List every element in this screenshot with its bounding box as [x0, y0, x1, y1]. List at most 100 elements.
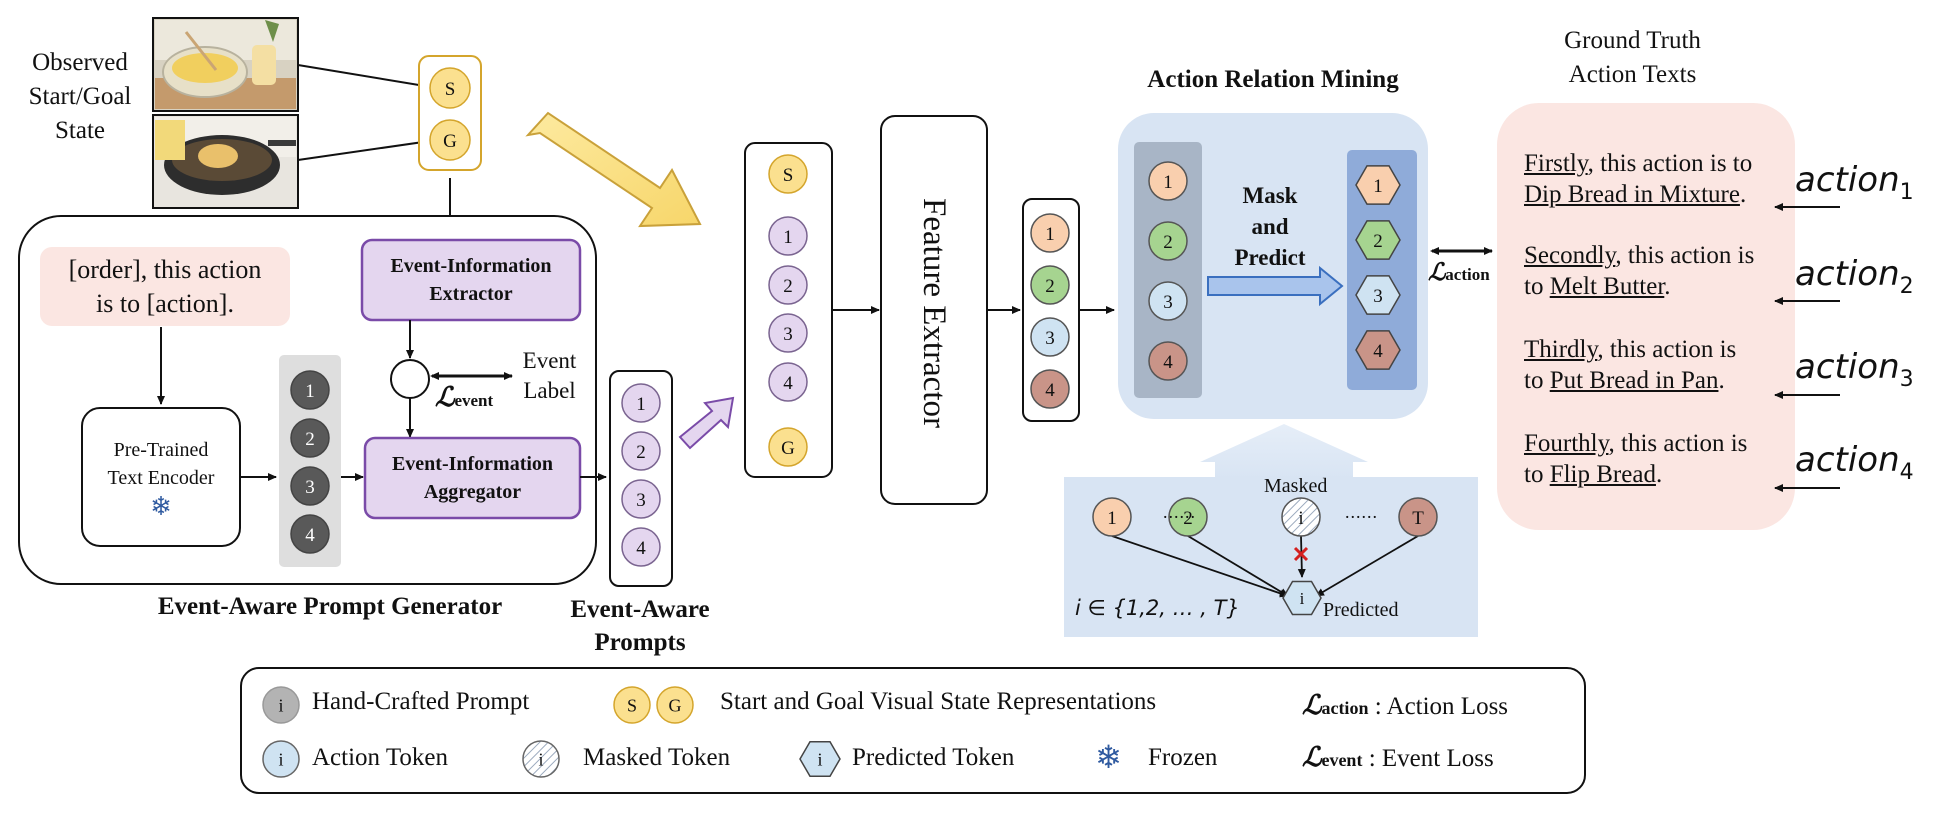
legend-masked-token-text: i: [538, 749, 543, 769]
sequence-token: 2: [1168, 497, 1208, 537]
ground-truth-item: Thirdly, this action is to Put Bread in …: [1524, 334, 1784, 428]
mask-panel-up-arrow: [1200, 424, 1368, 479]
sequence-token: 1: [1092, 497, 1132, 537]
prompts-title-line-1: Event-Aware: [570, 596, 710, 623]
sequence-prompt-token-shape: [768, 265, 808, 305]
event-prompt-token-text: 1: [636, 394, 646, 415]
sequence-sg-token: S: [768, 154, 808, 194]
mask-dots-right: ......: [1345, 502, 1378, 522]
predicted-hex-token-text: 2: [1373, 231, 1383, 252]
mining-predicted-column: [1347, 150, 1417, 390]
hand-crafted-token-shape: [290, 370, 330, 410]
blocked-mark-stroke: [1293, 546, 1309, 562]
event-label-line-2: Label: [523, 378, 576, 403]
sequence-token-text: 1: [1107, 508, 1117, 529]
sequence-token-text: T: [1412, 508, 1424, 529]
event-prompt-token: 2: [621, 431, 661, 471]
mining-token-shape: [1148, 281, 1188, 321]
relation-mining-title: Action Relation Mining: [1147, 66, 1399, 93]
mining-input-column: [1134, 142, 1202, 398]
legend-event-loss-symbol: ℒ: [1302, 742, 1322, 772]
legend-masked-token: i: [522, 740, 560, 778]
prompt-template-box: [40, 247, 290, 326]
legend-action-loss: ℒaction : Action Loss: [1302, 690, 1508, 721]
sequence-token-shape: [1092, 497, 1132, 537]
hand-crafted-token-text: 4: [305, 525, 315, 546]
mining-token: 4: [1148, 341, 1188, 381]
ground-truth-title-line-2: Action Texts: [1568, 61, 1697, 88]
action-base: action: [1795, 347, 1900, 387]
truth-order: Thirdly: [1524, 336, 1598, 363]
predicted-token-shape: [1282, 580, 1322, 616]
prompts-title: Event-Aware Prompts: [550, 593, 730, 659]
aggregator-line-2: Aggregator: [423, 481, 522, 503]
sequence-prompt-token-text: 1: [783, 227, 793, 248]
sequence-sg-token-shape: [768, 427, 808, 467]
aggregator-line-1: Event-Information: [391, 453, 554, 475]
start-token-shape: [429, 67, 471, 109]
predicted-hex-token: 2: [1355, 220, 1401, 260]
truth-pre: to: [1524, 273, 1550, 300]
mining-token-text: 2: [1163, 232, 1173, 253]
event-prompts-box: [609, 370, 673, 587]
truth-action: Melt Butter: [1549, 273, 1665, 300]
event-label-line-1: Event: [522, 348, 577, 373]
token-link: [1111, 535, 1289, 598]
goal-token: G: [429, 119, 471, 161]
sequence-prompt-token-shape: [768, 216, 808, 256]
hand-crafted-token: 1: [290, 370, 330, 410]
legend-sg-repr: Start and Goal Visual State Representati…: [720, 688, 1157, 715]
event-extractor-label: Event-Information Extractor: [362, 252, 580, 308]
start-photo-arrow: [297, 64, 438, 91]
masked-token-text: i: [1298, 508, 1303, 529]
ground-truth-item: Secondly, this action is to Melt Butter.: [1524, 240, 1784, 334]
legend-hand-crafted-token: i: [262, 686, 300, 724]
truth-mid: , this action is to: [1587, 150, 1753, 177]
output-token-shape: [1030, 317, 1070, 357]
legend-start-token-text: S: [627, 695, 637, 715]
action-sub: 3: [1899, 366, 1914, 392]
legend-predicted-token-shape: [799, 740, 841, 778]
legend-hand-crafted: Hand-Crafted Prompt: [312, 688, 530, 715]
truth-pre: to: [1524, 461, 1550, 488]
goal-token-text: G: [443, 131, 457, 152]
hand-crafted-token: 4: [290, 514, 330, 554]
start-token-text: S: [445, 79, 456, 100]
predicted-token-text: i: [1300, 589, 1305, 608]
event-prompt-token-shape: [621, 431, 661, 471]
predicted-hex-token-text: 1: [1373, 176, 1383, 197]
sequence-token-shape: [1398, 497, 1438, 537]
legend-box: [240, 667, 1586, 794]
event-prompt-token-shape: [621, 383, 661, 423]
ground-truth-item: Firstly, this action is to Dip Bread in …: [1524, 148, 1784, 240]
action-label-2: action2: [1795, 254, 1914, 307]
prompts-big-arrow: [678, 396, 735, 450]
sg-big-arrow: [525, 111, 702, 228]
legend-goal-token-text: G: [669, 695, 682, 715]
event-loss-symbol: ℒ: [435, 382, 455, 412]
output-token-text: 1: [1045, 224, 1055, 245]
legend-hand-crafted-token-text: i: [278, 695, 283, 715]
truth-end: .: [1655, 461, 1663, 488]
sequence-prompt-token-text: 2: [783, 276, 793, 297]
output-token: 1: [1030, 213, 1070, 253]
legend-event-loss-text: : Event Loss: [1368, 745, 1494, 772]
action-loss-label: ℒaction: [1428, 258, 1490, 287]
legend-event-loss: ℒevent : Event Loss: [1302, 742, 1494, 773]
legend-action-loss-text: : Action Loss: [1374, 693, 1509, 720]
truth-action: Flip Bread: [1549, 461, 1656, 488]
predicted-hex-token-shape: [1355, 220, 1401, 260]
predicted-hex-token-shape: [1355, 165, 1401, 205]
goal-state-photo: [152, 114, 299, 209]
extractor-line-1: Event-Information: [390, 255, 552, 277]
event-prompt-token: 4: [621, 527, 661, 567]
observed-state-label: Observed Start/Goal State: [10, 46, 150, 148]
truth-action: Put Bread in Pan: [1549, 367, 1719, 394]
legend-predicted-token: Predicted Token: [852, 744, 1015, 771]
blocked-mark-icon: [1293, 546, 1309, 562]
legend-start-token: S: [613, 686, 651, 724]
event-prompt-token-shape: [621, 479, 661, 519]
legend-masked-token-shape: [522, 740, 560, 778]
sequence-prompt-token-text: 4: [783, 373, 793, 394]
action-sub: 2: [1899, 273, 1914, 299]
